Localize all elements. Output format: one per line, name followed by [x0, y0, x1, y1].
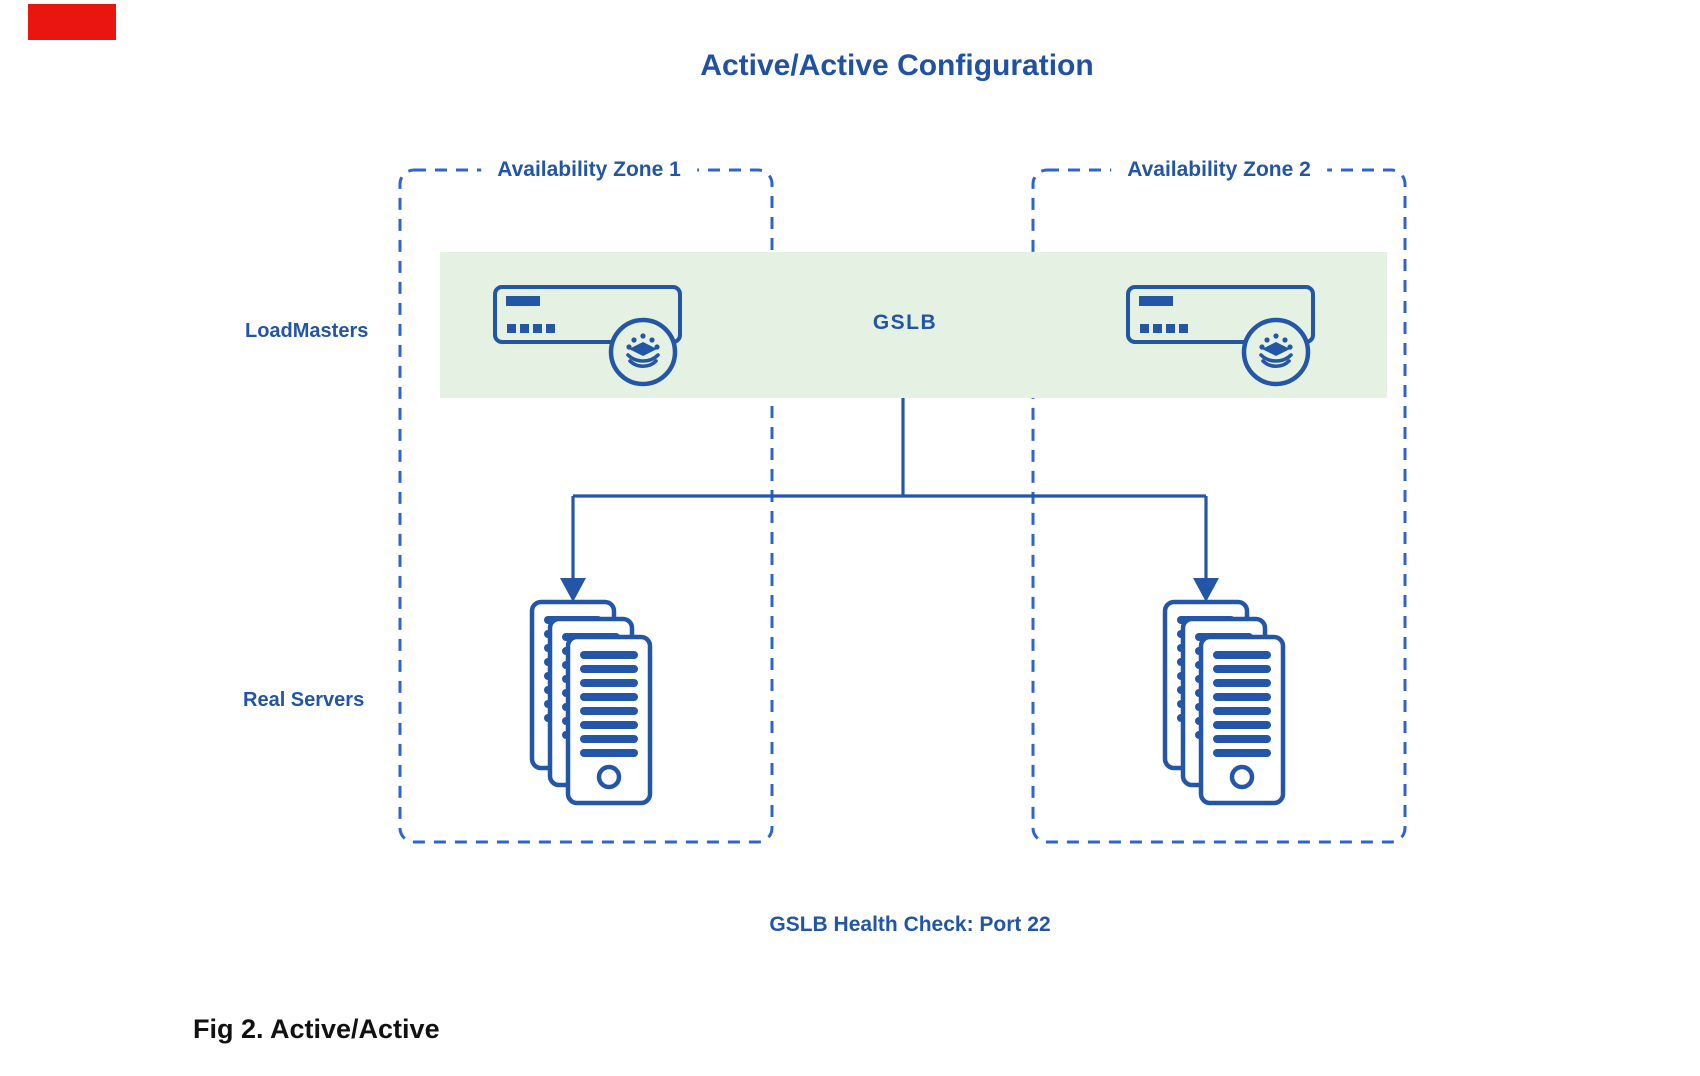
gslb-band	[440, 252, 1387, 398]
arrow-down-icon-right	[1193, 578, 1219, 602]
zone1-label: Availability Zone 1	[481, 156, 697, 184]
server-stack-icon-left	[532, 602, 650, 803]
gslb-label: GSLB	[872, 311, 938, 334]
gslb-connector-lines	[571, 398, 1208, 581]
loadmasters-row-label: LoadMasters	[245, 320, 369, 342]
figure-caption: Fig 2. Active/Active	[193, 1014, 440, 1044]
health-check-note: GSLB Health Check: Port 22	[769, 913, 1051, 936]
arrow-down-icon-left	[560, 578, 586, 602]
red-marker-block	[28, 4, 116, 40]
zone2-label: Availability Zone 2	[1111, 156, 1327, 184]
diagram-title: Active/Active Configuration	[700, 49, 1094, 82]
server-stack-icon-right	[1165, 602, 1283, 803]
real-servers-row-label: Real Servers	[243, 689, 365, 711]
